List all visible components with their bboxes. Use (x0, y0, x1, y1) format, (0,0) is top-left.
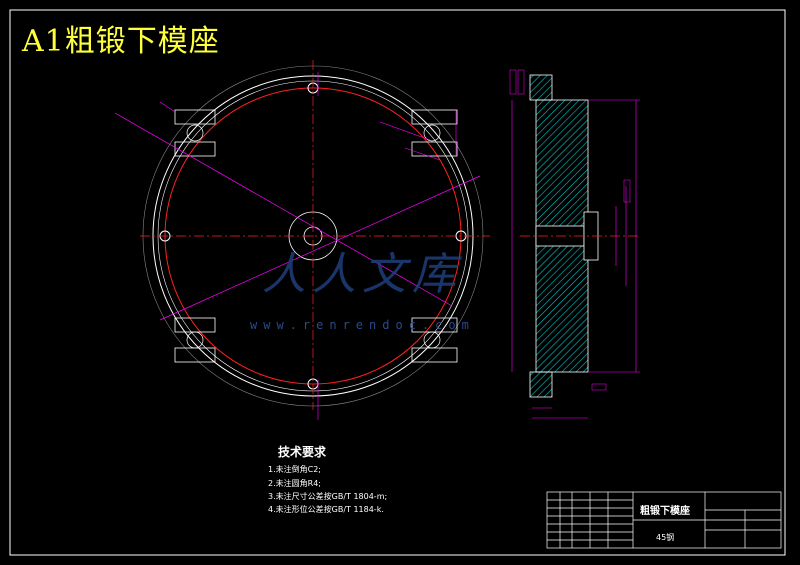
requirement-item: 4.未注形位公差按GB/T 1184-k. (268, 505, 384, 514)
requirements-heading: 技术要求 (278, 445, 327, 459)
plan-view (114, 60, 490, 420)
part-name: 粗锻下模座 (640, 506, 690, 517)
title-block (546, 491, 782, 549)
watermark-url: www.renrendoc.com (250, 318, 475, 332)
requirement-item: 3.未注尺寸公差按GB/T 1804-m; (268, 492, 388, 501)
material: 45钢 (656, 533, 675, 542)
drawing-title: A1粗锻下模座 (22, 24, 220, 59)
requirement-item: 1.未注倒角C2; (268, 465, 322, 474)
drawing-frame (9, 9, 786, 556)
requirement-item: 2.未注圆角R4; (268, 479, 321, 488)
section-view (509, 69, 640, 419)
watermark-brand: 人人文库 (262, 249, 462, 300)
